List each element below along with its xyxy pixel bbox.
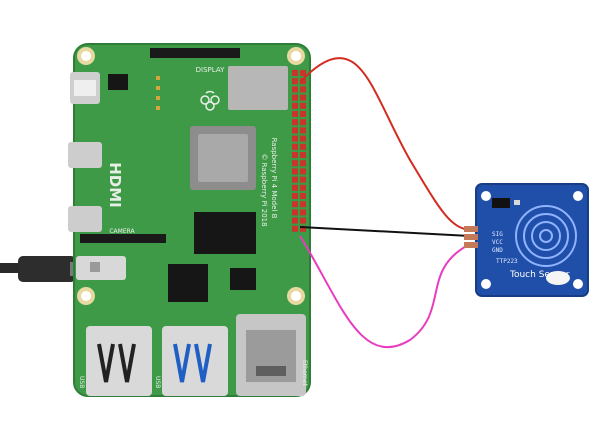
gpio-pin <box>300 119 306 126</box>
gpio-pin <box>292 78 298 85</box>
model-label: Raspberry Pi 4 Model B <box>270 138 278 219</box>
gpio-pin <box>300 160 306 167</box>
gpio-pin <box>292 94 298 101</box>
touch-pad-icon <box>515 205 577 267</box>
display-label: DISPLAY <box>196 66 225 74</box>
small-chip <box>230 268 256 290</box>
gpio-pin <box>292 111 298 117</box>
gpio-pin <box>300 143 306 150</box>
signal-wire <box>299 235 471 348</box>
display-connector <box>150 48 240 58</box>
gpio-pin <box>292 176 298 183</box>
usb-controller-chip <box>168 264 208 302</box>
micro-hdmi-port-2 <box>68 206 102 232</box>
gpio-pin <box>292 70 298 76</box>
power-cable <box>0 256 82 282</box>
gpio-pin <box>300 135 306 142</box>
sensor-header <box>464 226 478 248</box>
usb-label-left: USB <box>78 376 85 388</box>
camera-label: CAMERA <box>109 228 135 235</box>
gpio-pin <box>300 209 306 216</box>
gpio-pin <box>300 176 306 183</box>
gpio-header <box>292 70 306 232</box>
ethernet-label: Ethernet <box>301 360 308 386</box>
gpio-pin <box>300 201 306 208</box>
camera-connector <box>80 234 166 243</box>
ram-chip <box>194 212 256 254</box>
gpio-pin <box>292 135 298 142</box>
gpio-pin <box>292 201 298 208</box>
usb2-port <box>86 326 152 396</box>
pin-label-vcc: VCC <box>492 239 503 246</box>
gpio-pin <box>292 86 298 93</box>
gpio-pin <box>292 102 298 109</box>
ground-wire <box>299 226 471 237</box>
raspberry-pi-board: DISPLAY CAMERA HDMI Raspberry Pi 4 Model… <box>68 43 311 397</box>
gpio-pin <box>300 70 306 76</box>
sensor-title: Touch Sensor <box>509 270 570 280</box>
gpio-pin <box>300 184 306 191</box>
pin-label-sig: SIG <box>492 231 503 238</box>
wires <box>299 57 471 348</box>
gpio-pin <box>292 127 298 134</box>
gpio-pin <box>292 119 298 126</box>
pin-label-gnd: GND <box>492 247 503 254</box>
micro-hdmi-port-1 <box>68 142 102 168</box>
audio-jack <box>76 256 126 280</box>
gpio-pin <box>292 152 298 158</box>
gpio-pin <box>300 152 306 158</box>
gpio-pin <box>292 193 298 199</box>
brand-logo-icon <box>546 271 570 285</box>
hdmi-label: HDMI <box>106 162 124 208</box>
gpio-pin <box>300 193 306 199</box>
gpio-pin <box>300 225 306 232</box>
gpio-pin <box>300 111 306 117</box>
gpio-pin <box>300 86 306 93</box>
gpio-pin <box>300 102 306 109</box>
power-wire <box>299 57 471 231</box>
usb3-port <box>162 326 228 396</box>
gpio-pin <box>292 225 298 232</box>
gpio-pin <box>292 143 298 150</box>
metal-shield <box>228 66 288 110</box>
gpio-pin <box>292 160 298 167</box>
gpio-pin <box>292 209 298 216</box>
gpio-pin <box>300 78 306 85</box>
gpio-pin <box>292 168 298 175</box>
gpio-pin <box>292 184 298 191</box>
gpio-pin <box>300 217 306 224</box>
touch-sensor-module: SIG VCC GND Touch Sensor TTP223 <box>464 183 589 297</box>
gpio-pin <box>292 217 298 224</box>
gpio-pin <box>300 94 306 101</box>
gpio-pin <box>300 127 306 134</box>
usb-label-mid: USB <box>154 376 161 388</box>
sensor-model: TTP223 <box>496 258 518 265</box>
copyright-label: © Raspberry Pi 2018 <box>260 153 268 226</box>
gpio-pin <box>300 168 306 175</box>
raspberry-logo-icon <box>200 90 220 111</box>
